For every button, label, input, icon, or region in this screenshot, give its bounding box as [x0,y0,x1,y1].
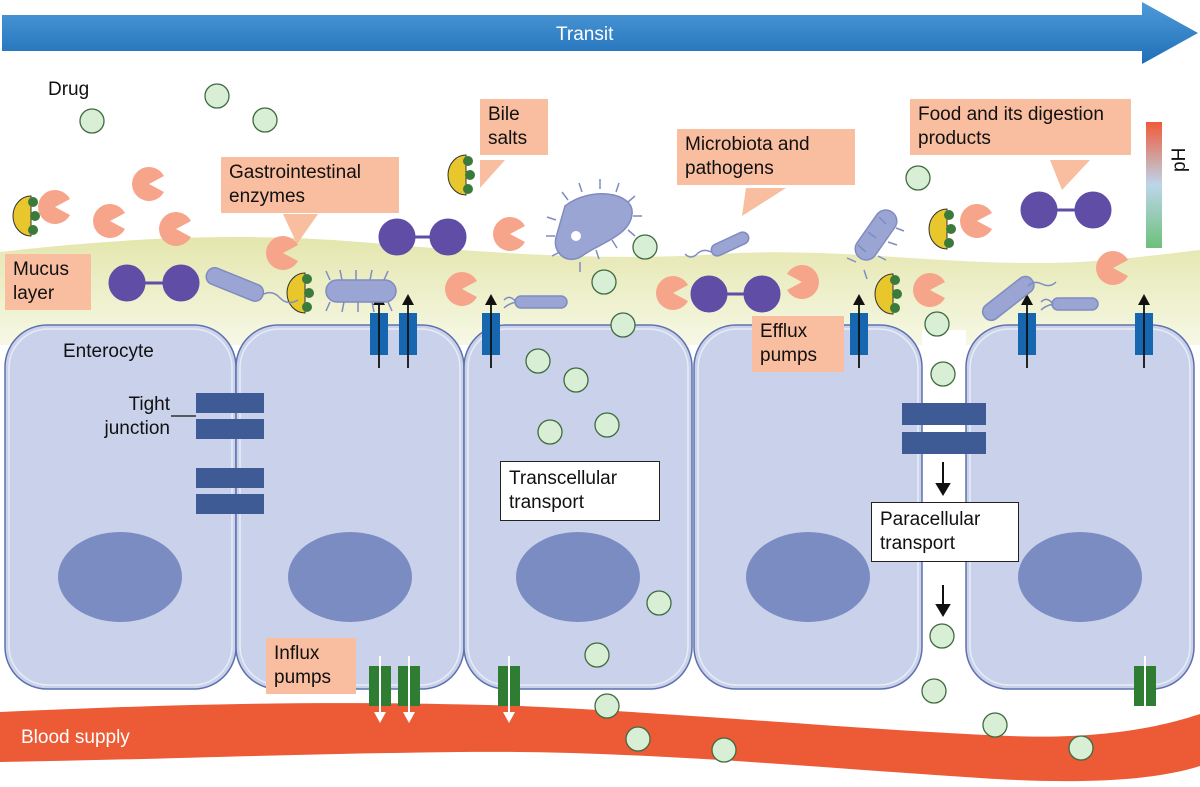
nucleus [288,532,412,622]
tight-junctions [196,393,986,514]
tight-junction [196,419,264,439]
tight-junction [196,468,264,488]
food-molecule-icon [690,275,781,313]
drug-particle-icon [563,367,589,393]
enzyme-pacman-icon [159,211,191,247]
drug-particle-icon [610,312,636,338]
drug-particle-icon [646,590,672,616]
bile-salts-label: Bile salts [480,99,548,155]
transcellular-label: Transcellular transport [500,461,660,521]
bacterium-icon [503,295,568,309]
efflux-pump-icon [850,294,868,368]
enzyme-pacman-icon [912,272,945,307]
food-label: Food and its digestion products [910,99,1131,155]
blood-supply-band [0,703,1200,782]
bacterium-icon [1040,297,1099,311]
efflux-pump-icon [399,294,417,368]
enzymes [38,167,1128,310]
bile-salt-icon [12,195,40,237]
gi-enzymes-label: Gastrointestinal enzymes [221,157,399,213]
drug-label: Drug [48,79,90,100]
blood-supply-label: Blood supply [21,727,130,748]
efflux-pump-icon [1018,294,1036,368]
drug-particle-icon [525,348,551,374]
drug-particle-icon [537,419,563,445]
drug-particle-icon [594,693,620,719]
bacterium-icon [684,231,750,258]
bacterium-icon [325,269,397,313]
tight-junction [902,432,986,454]
down-arrow-icon [935,462,951,496]
microbes [205,179,1099,322]
nucleus [746,532,870,622]
drug-particle-icon [905,165,931,191]
enzyme-pacman-icon [656,276,688,310]
drug-particle-icon [921,678,947,704]
enzyme-pacman-icon [38,189,70,224]
drug-particle-icon [924,311,950,337]
enzyme-pacman-icon [960,204,992,239]
transit-label: Transit [556,24,614,45]
paracellular-arrows [935,462,951,617]
efflux-pumps-label: Efflux pumps [752,316,844,372]
enzyme-pacman-icon [266,236,298,270]
enterocyte-label: Enterocyte [63,341,154,362]
tight-junction-label: Tight junction [104,394,171,439]
tight-junction [196,393,264,413]
bile-salt-icon [928,208,956,250]
food-molecule-icon [378,218,467,256]
down-arrow-icon [935,585,951,617]
enzyme-pacman-icon [787,265,819,299]
mucus-label: Mucus layer [5,254,91,310]
enzyme-pacman-icon [492,217,525,251]
drug-particle-icon [982,712,1008,738]
bacterium-icon [546,179,642,272]
bile-salts [12,154,956,315]
microbiota-label: Microbiota and pathogens [677,129,855,185]
drug-particle-icon [929,623,955,649]
paracellular-label: Paracellular transport [871,502,1019,562]
food-molecules [108,191,1112,313]
efflux-pump-icon [1135,294,1153,368]
enzyme-pacman-icon [93,204,125,238]
ph-label: pH [1169,147,1190,172]
food-molecule-icon [108,264,200,302]
enzyme-pacman-icon [445,272,477,306]
enzyme-pacman-icon [132,167,164,202]
nucleus [1018,532,1142,622]
efflux-pump-icon [482,294,500,368]
nucleus [516,532,640,622]
enzyme-pacman-icon [1096,251,1128,285]
drug-particle-icon [625,726,651,752]
ph-gradient-bar [1146,122,1162,248]
influx-pumps-label: Influx pumps [266,638,356,694]
bacterium-icon [846,209,905,280]
nucleus [58,532,182,622]
nuclei [58,532,1142,622]
drug-particle-icon [711,737,737,763]
efflux-pumps [370,294,1153,368]
drug-particle-icon [204,83,230,109]
bacterium-icon [981,275,1057,322]
bile-salt-icon [447,154,475,196]
enterocyte-cell [235,324,465,690]
tight-junction [196,494,264,514]
drug-particle-icon [594,412,620,438]
drug-particles [79,83,1094,763]
drug-particle-icon [930,361,956,387]
transit-arrow [2,2,1198,64]
food-molecule-icon [1020,191,1112,229]
bacterium-icon [205,267,299,304]
drug-particle-icon [252,107,278,133]
drug-particle-icon [1068,735,1094,761]
drug-particle-icon [632,234,658,260]
callout-tails [283,160,1090,244]
drug-particle-icon [591,269,617,295]
drug-particle-icon [584,642,610,668]
drug-particle-icon [79,108,105,134]
bile-salt-icon [874,273,902,315]
tight-junction [902,403,986,425]
